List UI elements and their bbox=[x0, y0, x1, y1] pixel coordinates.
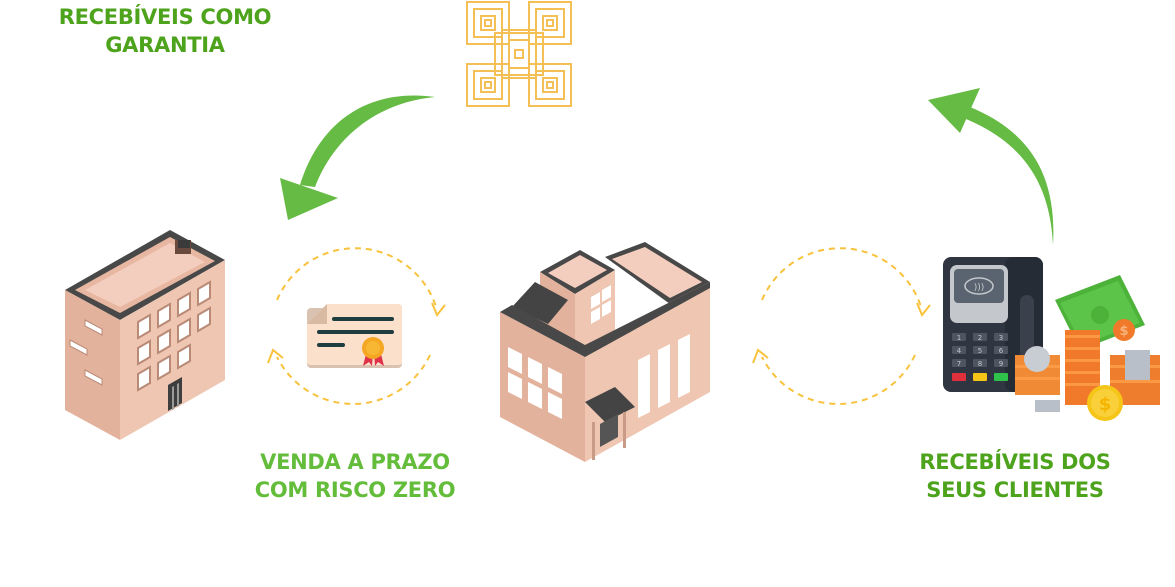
svg-text:$: $ bbox=[1119, 324, 1128, 339]
knot-logo-icon bbox=[465, 0, 573, 110]
cycle-arrows-icon-right bbox=[750, 245, 935, 430]
cycle-arrows-icon bbox=[265, 245, 450, 430]
svg-text:$: $ bbox=[1099, 394, 1112, 415]
label-term-sale-line1: VENDA A PRAZO bbox=[260, 450, 450, 474]
svg-text:9: 9 bbox=[999, 360, 1003, 368]
svg-text:5: 5 bbox=[978, 347, 982, 355]
svg-text:8: 8 bbox=[978, 360, 982, 368]
svg-text:7: 7 bbox=[957, 360, 961, 368]
label-term-sale-line2: COM RISCO ZERO bbox=[254, 478, 456, 502]
svg-text:1: 1 bbox=[957, 334, 961, 342]
label-receivables: RECEBÍVEIS DOS SEUS CLIENTES bbox=[885, 448, 1145, 504]
curved-arrow-down-left-icon bbox=[270, 90, 440, 225]
label-receivables-line2: SEUS CLIENTES bbox=[926, 478, 1104, 502]
store-building-icon bbox=[500, 242, 710, 462]
label-term-sale: VENDA A PRAZO COM RISCO ZERO bbox=[225, 448, 485, 504]
svg-text:))): ))) bbox=[974, 283, 985, 293]
pos-terminal-money-icon: ))) 1 2 3 4 5 6 7 8 9 bbox=[940, 255, 1165, 421]
label-collateral-line1: RECEBÍVEIS COMO bbox=[58, 5, 272, 29]
curved-arrow-up-left-icon bbox=[925, 85, 1065, 250]
svg-text:6: 6 bbox=[999, 347, 1004, 355]
label-collateral-line2: GARANTIA bbox=[105, 33, 225, 57]
office-building-icon bbox=[60, 225, 230, 440]
label-receivables-line1: RECEBÍVEIS DOS bbox=[919, 450, 1111, 474]
svg-text:2: 2 bbox=[978, 334, 982, 342]
svg-text:4: 4 bbox=[957, 347, 962, 355]
label-collateral: RECEBÍVEIS COMO GARANTIA bbox=[40, 3, 290, 59]
svg-text:3: 3 bbox=[999, 334, 1003, 342]
certificate-icon bbox=[305, 302, 405, 372]
